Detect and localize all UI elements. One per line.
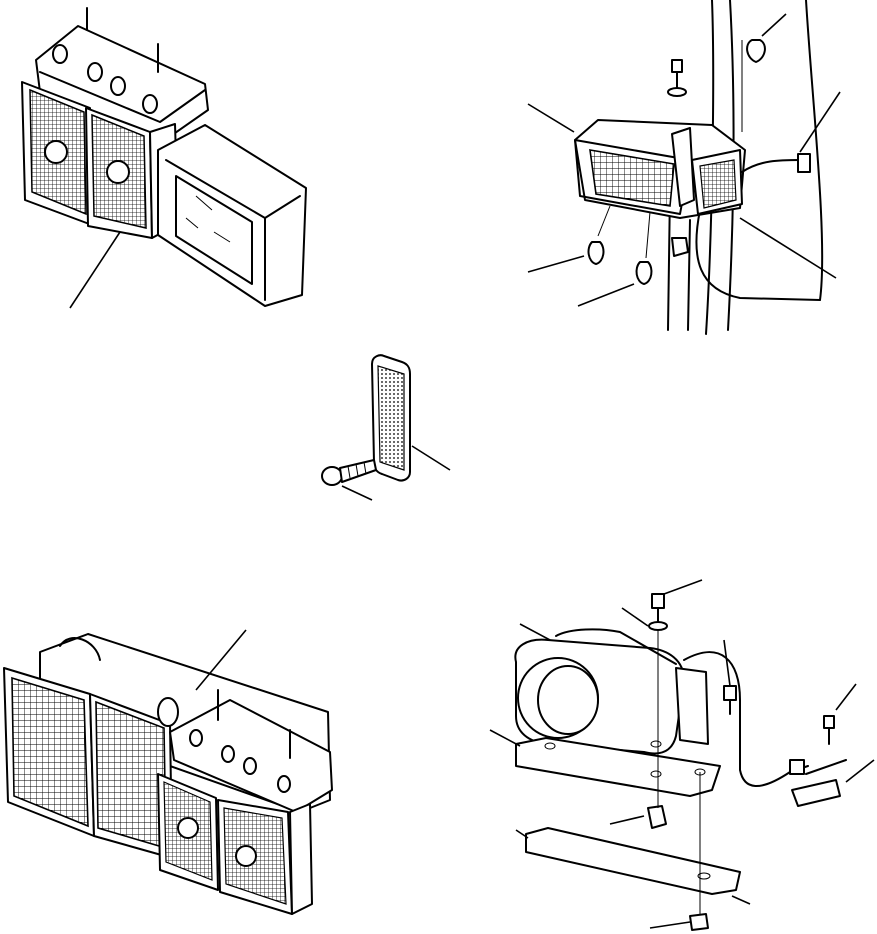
nut-icon xyxy=(647,805,709,931)
bulb-socket-icon xyxy=(189,729,291,793)
rear-combination-lamp-bottom-left xyxy=(3,629,333,915)
leader-line xyxy=(69,231,121,309)
bulb-icon xyxy=(587,39,766,285)
side-marker-lamp-top-right xyxy=(527,0,841,335)
screw-icon xyxy=(321,459,377,486)
bulb-socket-icon xyxy=(52,44,158,114)
reflector-center xyxy=(321,354,451,501)
work-lamp-bottom-right xyxy=(489,579,875,931)
nut-icon xyxy=(671,237,689,257)
rear-combination-lamp-top-left xyxy=(21,7,307,309)
screw-icon xyxy=(667,59,687,97)
